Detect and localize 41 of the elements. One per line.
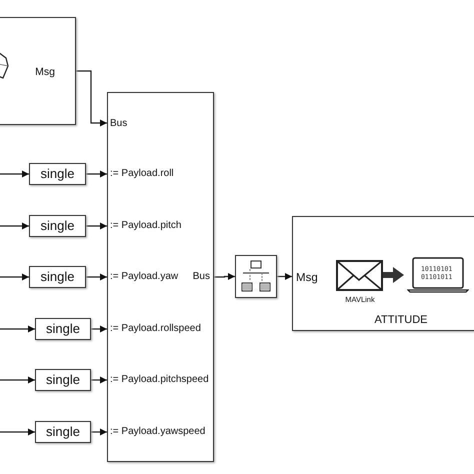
- port-label: := Payload.yawspeed: [110, 426, 206, 438]
- signal-arrow: [91, 428, 107, 436]
- signal-arrow: [86, 222, 107, 230]
- block-label: single: [40, 269, 76, 284]
- block-label: single: [45, 321, 81, 336]
- data-type-conversion-block: [29, 215, 86, 237]
- port-label: Msg: [35, 66, 55, 78]
- port-label: Msg: [296, 272, 318, 284]
- port-label: Bus: [192, 271, 210, 283]
- signal-arrow: [76, 70, 107, 126]
- signal-arrow: [0, 274, 29, 280]
- signal-arrow: [214, 273, 235, 280]
- port-label: := Payload.yaw: [110, 271, 178, 283]
- data-type-conversion-block: [29, 163, 86, 185]
- port-label: := Payload.pitchspeed: [110, 374, 209, 386]
- signal-arrow: [0, 326, 35, 332]
- block-label: single: [45, 424, 81, 439]
- block-label: single: [40, 218, 76, 233]
- signal-arrow: [277, 273, 292, 280]
- signal-arrow: [91, 376, 107, 384]
- block-label: single: [40, 166, 76, 181]
- block-title: ATTITUDE: [374, 314, 428, 326]
- signal-arrow: [86, 170, 107, 178]
- data-type-conversion-block: [35, 369, 91, 391]
- signal-arrow: [86, 274, 107, 280]
- block-label: single: [45, 372, 81, 387]
- bus-assignment-block: [107, 92, 214, 462]
- port-label: Bus: [110, 118, 128, 130]
- subsystem-block: [0, 17, 76, 125]
- port-label: := Payload.pitch: [110, 220, 182, 232]
- signal-arrow: [91, 326, 107, 332]
- signal-arrow: [0, 376, 35, 384]
- signal-arrow: [0, 428, 35, 436]
- signal-arrow: [0, 170, 29, 178]
- message-block: [292, 216, 474, 331]
- signal-arrow: [0, 222, 29, 230]
- port-label: := Payload.roll: [110, 168, 174, 180]
- data-type-conversion-block: [35, 318, 91, 340]
- data-type-conversion-block: [29, 266, 86, 288]
- port-label: := Payload.rollspeed: [110, 323, 201, 335]
- data-type-conversion-block: [35, 421, 91, 443]
